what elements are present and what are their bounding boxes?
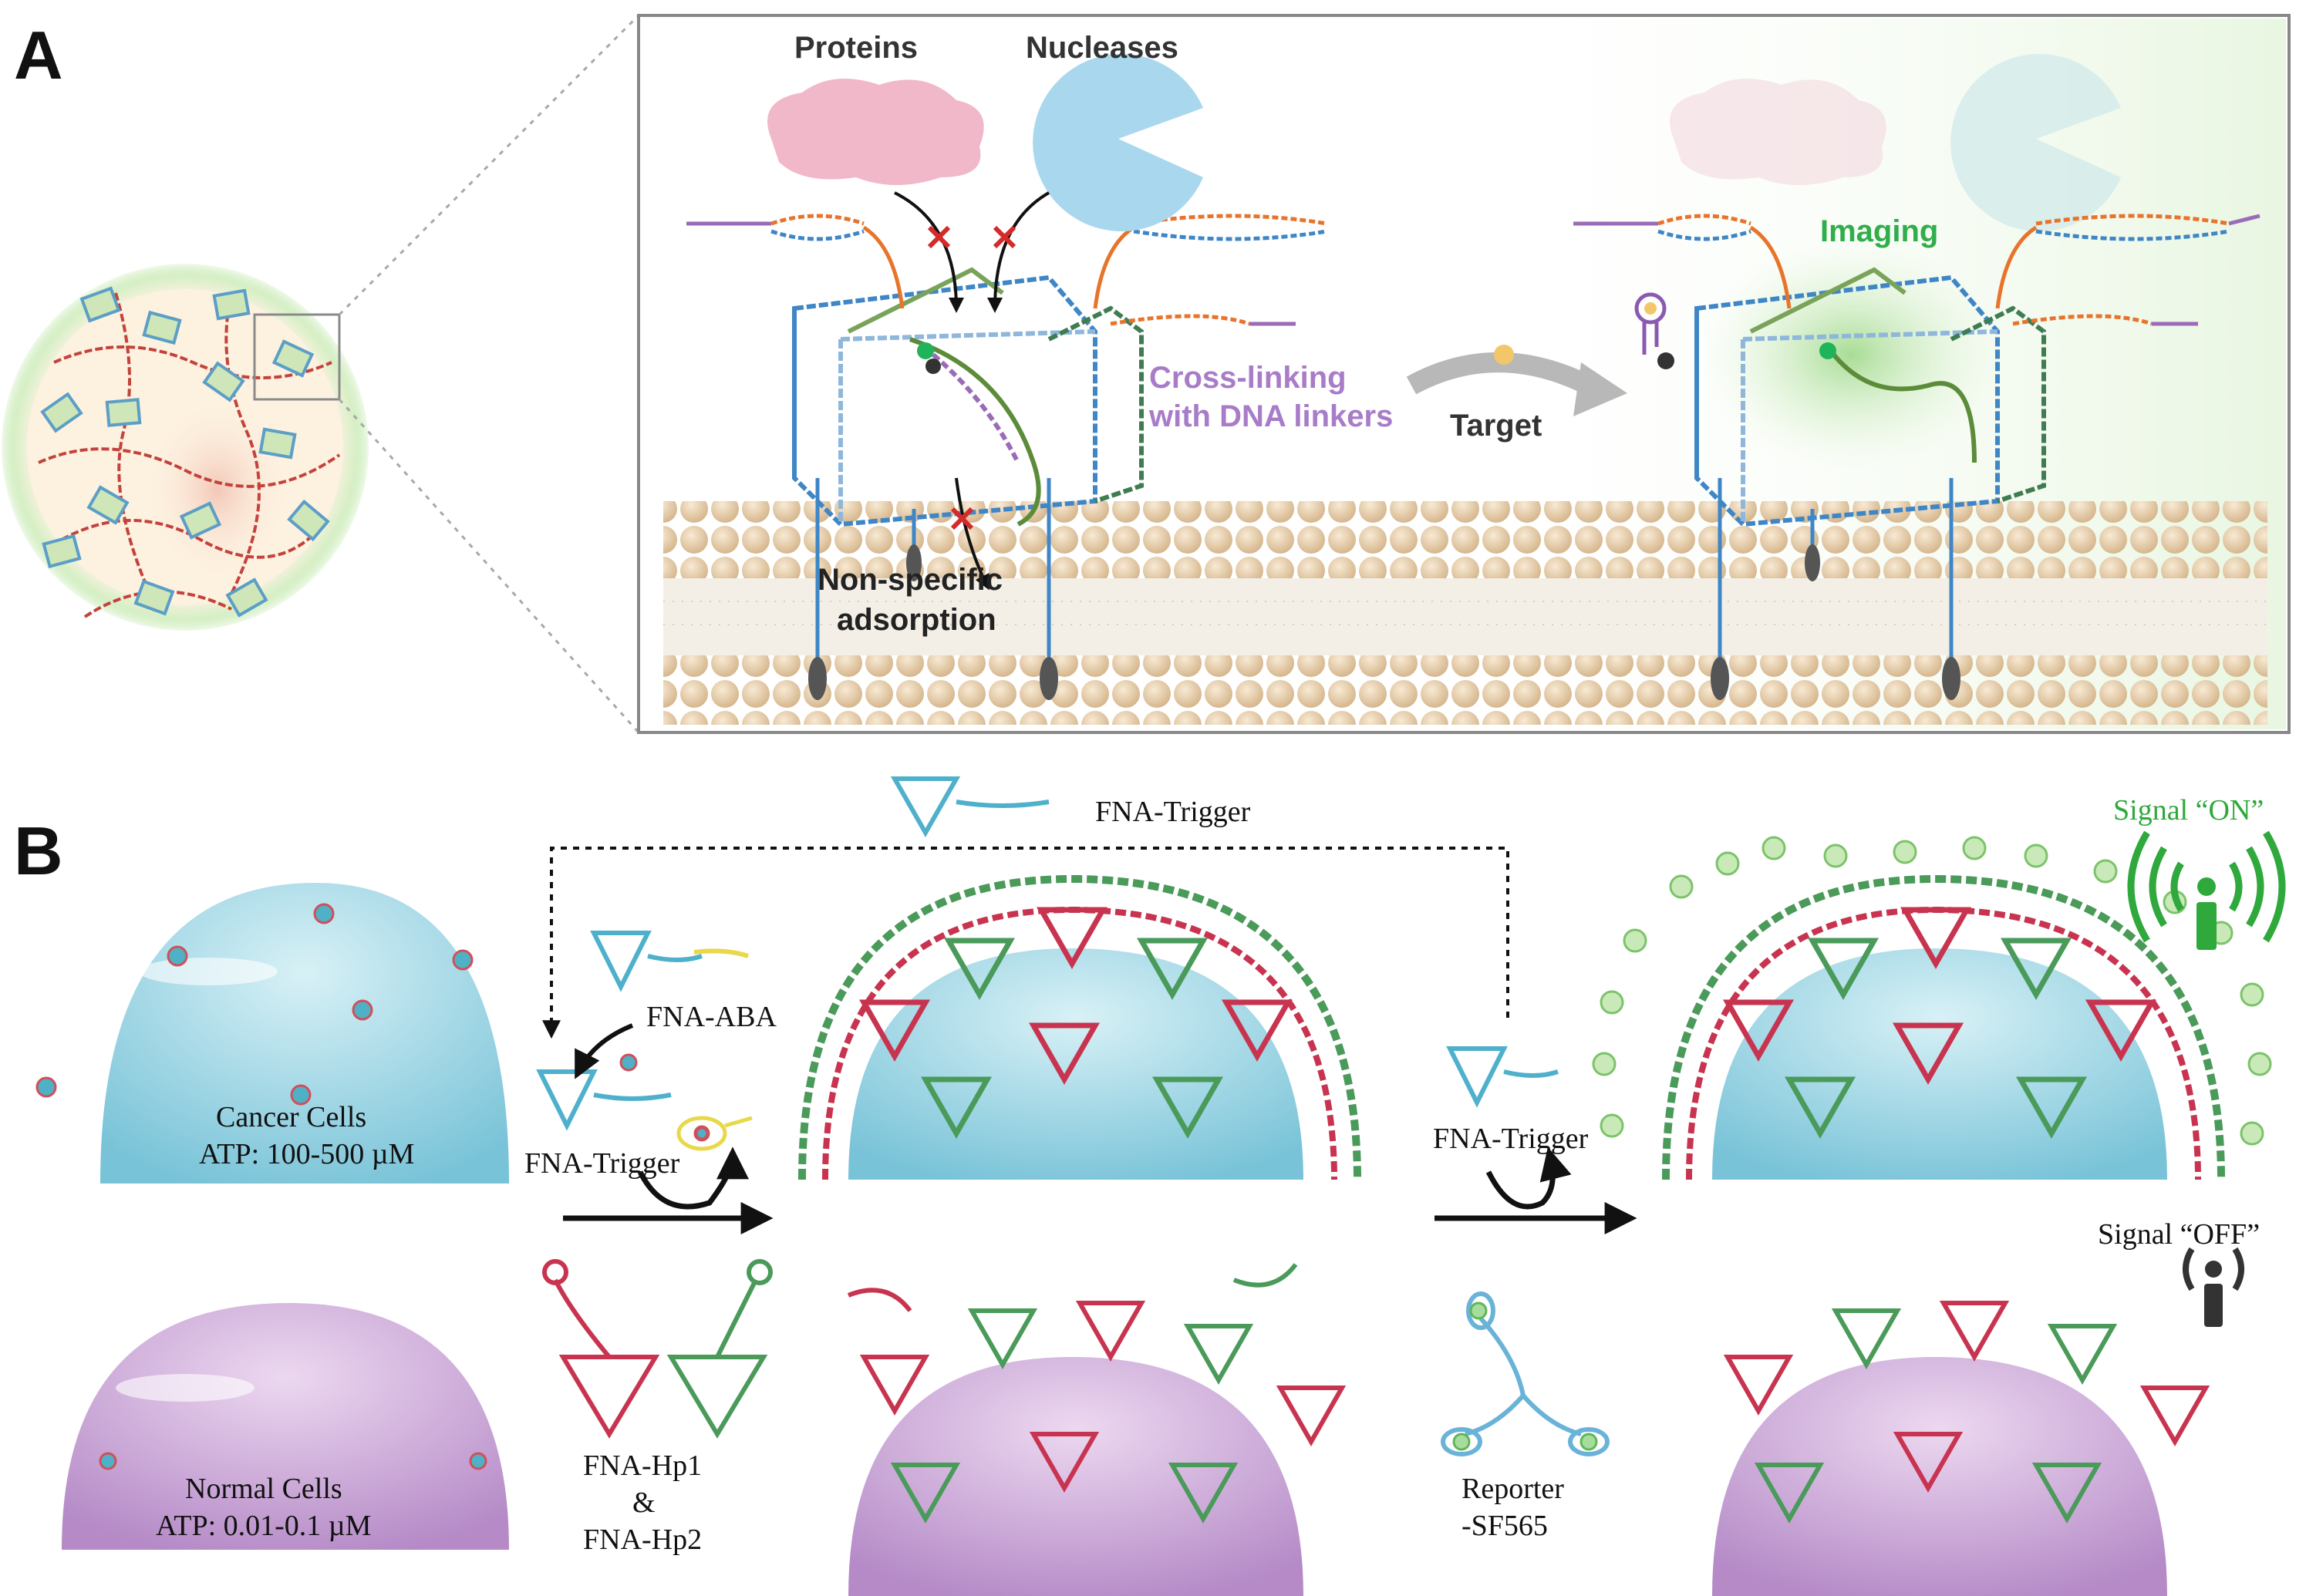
block-crosses: [927, 225, 1016, 530]
panel-label-b: B: [14, 813, 63, 889]
atp-molecules: [35, 903, 487, 1470]
released-hairpin: [1634, 292, 1674, 369]
zoom-lines: [338, 14, 640, 734]
panel-label-a: A: [14, 17, 63, 93]
hairpin-network-normal-right: [1712, 1301, 2210, 1596]
feedback-loop: [542, 847, 1509, 1039]
fna-trigger-top-label: FNA-Trigger: [1095, 796, 1251, 828]
reporter-label-line2: -SF565: [1461, 1510, 1548, 1542]
normal-cells-label: Normal Cells: [185, 1473, 342, 1505]
aba-binding-arrow: [575, 1023, 634, 1079]
proteins-label: Proteins: [794, 31, 919, 65]
reaction-arrow-1: [563, 1146, 774, 1234]
fna-aba-label: FNA-ABA: [646, 1001, 777, 1033]
cancer-atp-label: ATP: 100-500 µM: [199, 1138, 415, 1170]
signal-off-label: Signal “OFF”: [2098, 1218, 2260, 1251]
reporter-label-line1: Reporter: [1461, 1473, 1564, 1505]
normal-cell: [62, 1303, 509, 1550]
fna-trigger-icon-right: [1446, 1046, 1559, 1108]
fna-hp-and-label: &: [632, 1487, 656, 1519]
crosslink-label-line1: Cross-linking: [1149, 361, 1347, 395]
assembled-network-cancer: [798, 874, 1361, 1180]
fna-trigger-left-label: FNA-Trigger: [524, 1147, 680, 1180]
target-label: Target: [1450, 409, 1542, 443]
nucleases-label: Nucleases: [1026, 31, 1178, 65]
dna-cube-left: [792, 267, 1144, 663]
nonspecific-label-line2: adsorption: [837, 603, 996, 637]
dna-cube-right: [1694, 267, 2046, 663]
target-arrow: [1406, 345, 1627, 416]
nucleases-pacman-faded: [1950, 53, 2121, 231]
nonspecific-label-line1: Non-specific: [818, 563, 1003, 597]
fna-trigger-icon-top: [890, 776, 1050, 838]
imaging-label: Imaging: [1820, 214, 1939, 248]
reporter-icon: [1441, 1291, 1610, 1456]
fna-hp2-label: FNA-Hp2: [583, 1524, 703, 1556]
dna-linkers-left: [686, 214, 1327, 326]
signal-on-label: Signal “ON”: [2113, 794, 2264, 827]
panel-b: [35, 776, 2286, 1596]
proteins-cloud: [767, 79, 984, 185]
dna-linkers-right: [1573, 214, 2260, 326]
cancer-cells-label: Cancer Cells: [216, 1101, 367, 1133]
dna-coated-vesicle: [2, 264, 369, 631]
aba-atp-complex: [676, 1116, 753, 1151]
fna-trigger-right-label: FNA-Trigger: [1433, 1123, 1589, 1155]
fna-hp1-label: FNA-Hp1: [583, 1450, 703, 1482]
signal-off-antenna-icon: [2183, 1247, 2244, 1327]
fna-trigger-icon-left: [536, 1069, 672, 1131]
fna-aba-icon: [590, 931, 749, 992]
fna-hairpin-pair-icon: [542, 1259, 773, 1439]
crosslink-label-line2: with DNA linkers: [1149, 399, 1394, 433]
normal-atp-label: ATP: 0.01-0.1 µM: [156, 1510, 372, 1542]
panel-a: [2, 14, 2291, 734]
nucleases-pacman: [1033, 53, 1203, 231]
signal-network-cancer: [1592, 836, 2272, 1180]
proteins-cloud-faded: [1670, 79, 1886, 185]
hairpin-network-normal: [847, 1263, 1347, 1596]
reaction-arrow-2: [1435, 1146, 1637, 1234]
lipid-membrane: [663, 501, 2267, 725]
signal-on-antenna-icon: [2127, 830, 2286, 950]
